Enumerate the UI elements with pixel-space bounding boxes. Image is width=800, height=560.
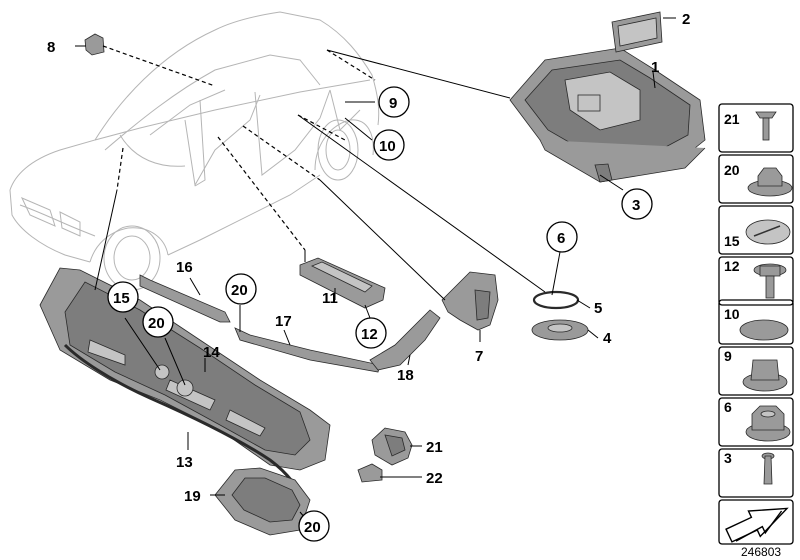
callout-2: 2 — [682, 11, 690, 28]
callout-20-circle-bottom — [298, 510, 330, 542]
callout-3-circle — [621, 188, 653, 220]
part-7-side-bracket — [441, 271, 499, 331]
sidebar-label-12: 12 — [724, 258, 740, 274]
sidebar-label-3: 3 — [724, 450, 732, 466]
callout-14: 14 — [203, 344, 220, 361]
part-8-clip — [84, 33, 105, 56]
callout-23: 22 — [426, 470, 443, 487]
part-18-curved-bracket — [369, 309, 441, 371]
callout-1: 1 — [651, 59, 659, 76]
sidebar-parts-legend: 21 20 15 12 10 9 6 3 — [718, 103, 794, 545]
callout-4: 4 — [603, 330, 612, 347]
part-19-cover-box — [214, 467, 311, 536]
callout-18: 18 — [397, 367, 414, 384]
callout-20-bottom: 20 — [304, 519, 321, 536]
callout-6: 6 — [557, 230, 565, 247]
leader-lines — [75, 17, 676, 519]
callout-22: 21 — [426, 439, 443, 456]
callout-17: 17 — [275, 313, 292, 330]
car-outline — [9, 11, 380, 291]
diagram-code: 246803 — [741, 545, 781, 559]
callout-15-circle — [107, 281, 139, 313]
callout-3: 3 — [632, 197, 640, 214]
sidebar-label-10: 10 — [724, 306, 740, 322]
part-13-seal-strip — [63, 343, 307, 506]
part-16-strip — [139, 274, 231, 323]
callout-19: 19 — [184, 488, 201, 505]
callout-15: 15 — [113, 290, 130, 307]
part-23-wedge — [357, 463, 383, 483]
callout-9-circle — [378, 86, 410, 118]
callout-11: 11 — [322, 290, 338, 307]
sidebar-label-15: 15 — [724, 233, 740, 249]
callout-12-circle — [355, 317, 387, 349]
part-2-cover-panel — [611, 11, 663, 53]
callout-20-top: 20 — [148, 315, 165, 332]
part-11-bracket-plate — [299, 257, 386, 309]
callout-8: 8 — [47, 39, 55, 56]
callout-6-circle — [546, 221, 578, 253]
callout-20-circle-top — [142, 306, 174, 338]
callout-21: 20 — [231, 282, 248, 299]
callout-13: 13 — [176, 454, 193, 471]
callout-7: 7 — [475, 348, 483, 365]
sidebar-label-20: 20 — [724, 162, 740, 178]
callout-21-circle — [225, 273, 257, 305]
part-22-bracket — [371, 427, 413, 466]
sidebar-label-21: 21 — [724, 111, 740, 127]
callouts: 8 2 1 9 10 3 6 5 4 7 16 20 17 11 12 18 1… — [47, 11, 690, 542]
callout-10-circle — [373, 129, 405, 161]
callout-9: 9 — [389, 95, 397, 112]
callout-10: 10 — [379, 138, 396, 155]
callout-12: 12 — [361, 326, 378, 343]
sidebar-label-6: 6 — [724, 399, 732, 415]
sidebar-label-9: 9 — [724, 348, 732, 364]
part-4-seal — [531, 319, 589, 341]
callout-5: 5 — [594, 300, 602, 317]
direction-arrow-icon — [725, 507, 789, 543]
part-14-cowl-panel — [39, 267, 331, 471]
callout-16: 16 — [176, 259, 193, 276]
part-1-storage-tray — [509, 47, 706, 183]
part-5-ring — [532, 290, 580, 310]
